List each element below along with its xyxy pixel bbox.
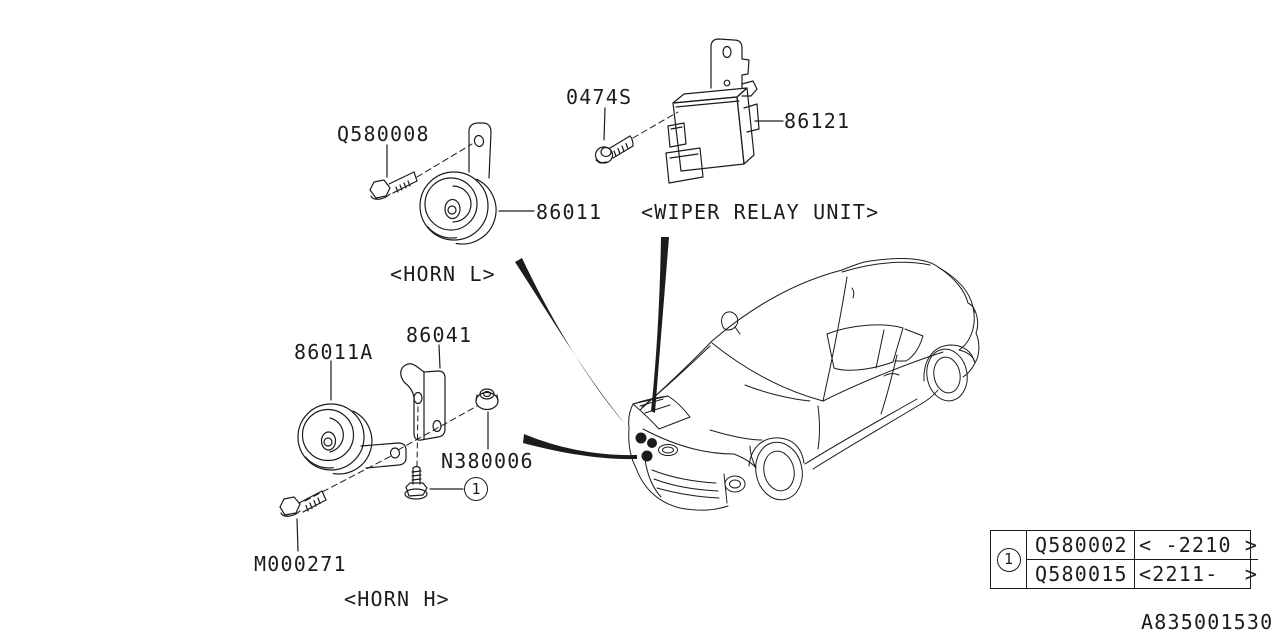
part-label-86041[interactable]: 86041: [406, 323, 473, 347]
ref-table-part-row2[interactable]: Q580015: [1027, 559, 1135, 588]
car-drawing: [628, 258, 980, 511]
part-label-86011a[interactable]: 86011A: [294, 340, 374, 364]
callout-1-badge[interactable]: 1: [464, 477, 488, 501]
pointer-wedge-horn-h: [523, 434, 637, 460]
screw-0474s-drawing: [594, 107, 679, 164]
part-label-86011[interactable]: 86011: [536, 200, 603, 224]
part-label-q580008[interactable]: Q580008: [337, 122, 430, 146]
horn-h-drawing: [296, 344, 489, 552]
bolt-m000271-drawing: [279, 405, 478, 517]
ref-table-applicability-row1: < -2210 >: [1135, 531, 1259, 560]
caption-horn-l: <HORN L>: [390, 262, 496, 286]
ref-table: 1 Q580002 < -2210 > Q580015 <2211- >: [990, 530, 1259, 589]
part-label-86121[interactable]: 86121: [784, 109, 851, 133]
ref-table-applicability-row2: <2211- >: [1139, 561, 1259, 586]
bolt-callout1-drawing: [404, 404, 428, 500]
ref-table-callout-cell: 1: [991, 531, 1027, 588]
pointer-wedge-relay: [651, 237, 669, 413]
nut-n380006-drawing: [475, 388, 499, 411]
part-label-0474s[interactable]: 0474S: [566, 85, 633, 109]
wiper-relay-drawing: [665, 38, 784, 184]
bracket-86041-drawing: [400, 363, 446, 441]
horn-l-drawing: [386, 122, 535, 245]
ref-table-callout-badge: 1: [996, 547, 1021, 572]
diagram-code: A835001530: [1141, 610, 1274, 634]
pointer-wedges: [515, 237, 669, 460]
caption-wiper-relay-unit: <WIPER RELAY UNIT>: [641, 200, 880, 224]
caption-horn-h: <HORN H>: [344, 587, 450, 611]
part-label-n380006[interactable]: N380006: [441, 449, 534, 473]
pointer-wedge-horn-l: [515, 258, 624, 423]
part-label-m000271[interactable]: M000271: [254, 552, 347, 576]
ref-table-part-row1[interactable]: Q580002: [1027, 531, 1135, 560]
bolt-q580008-drawing: [369, 143, 473, 200]
